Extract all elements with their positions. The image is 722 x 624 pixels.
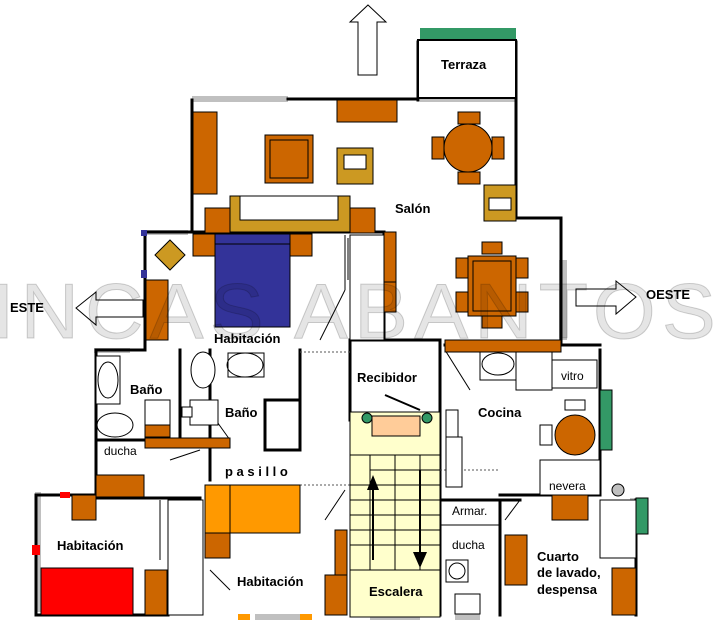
- label-cuarto-1: Cuarto: [537, 549, 579, 564]
- label-ducha-2: ducha: [452, 538, 485, 552]
- label-escalera: Escalera: [369, 584, 423, 599]
- label-este: ESTE: [10, 300, 44, 315]
- salon-furniture: [192, 99, 517, 313]
- label-cuarto-2: de lavado,: [537, 565, 601, 580]
- laundry: [439, 483, 649, 616]
- label-oeste: OESTE: [646, 287, 690, 302]
- label-cuarto-3: despensa: [537, 582, 598, 597]
- terraza-railing: [420, 28, 516, 40]
- bottom-left-bedroom: [32, 492, 204, 616]
- label-cocina: Cocina: [478, 405, 522, 420]
- dining-table: [455, 241, 529, 329]
- arrow-west-icon: [575, 279, 637, 316]
- salon-recibidor-bar: [444, 339, 562, 353]
- label-bano-2: Baño: [225, 405, 258, 420]
- label-salon: Salón: [395, 201, 430, 216]
- terraza-room: [417, 39, 517, 99]
- center-bedroom: [204, 484, 348, 616]
- watermark: INCAS ABANTOS: [0, 267, 722, 355]
- arrow-down-icon: [413, 552, 427, 568]
- bottom-door-marks: [238, 614, 250, 620]
- label-armar: Armar.: [452, 504, 487, 518]
- label-habitacion-left: Habitación: [57, 538, 124, 553]
- door-lines: [159, 235, 521, 591]
- label-pasillo: p a s i l l o: [225, 464, 288, 479]
- label-recibidor: Recibidor: [357, 370, 417, 385]
- main-bedroom: [141, 230, 385, 341]
- kitchen: [445, 349, 613, 521]
- bottom-door-marks-2: [300, 614, 312, 620]
- label-nevera: nevera: [549, 479, 586, 493]
- arrow-east-icon: [75, 290, 144, 327]
- label-habitacion-main: Habitación: [214, 331, 281, 346]
- round-table: [431, 111, 505, 185]
- arrow-north-icon: [348, 4, 388, 76]
- staircase: [349, 394, 441, 618]
- arrow-up-icon: [367, 475, 379, 490]
- label-ducha-1: ducha: [104, 444, 137, 458]
- label-vitro: vitro: [561, 369, 584, 383]
- label-habitacion-center: Habitación: [237, 574, 304, 589]
- label-terraza: Terraza: [441, 57, 487, 72]
- label-bano-1: Baño: [130, 382, 163, 397]
- bathrooms: [95, 351, 265, 498]
